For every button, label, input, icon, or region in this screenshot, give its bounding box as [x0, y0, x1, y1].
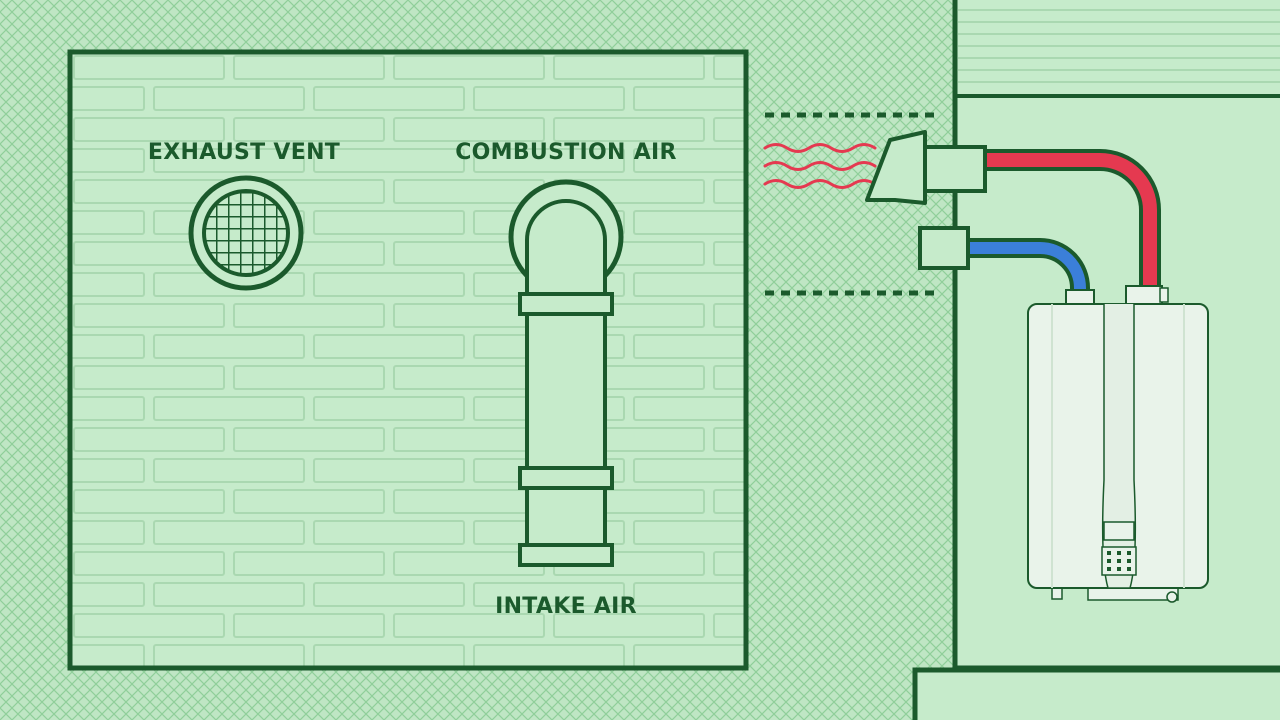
heater-display [1103, 521, 1135, 541]
intake-pipe-front [508, 179, 624, 567]
intake-pipe [918, 226, 1090, 296]
tankless-water-heater [1027, 285, 1209, 603]
brick-wall-panel [67, 49, 749, 671]
exhaust-vent-grille-icon [188, 175, 304, 291]
heater-keypad [1101, 546, 1137, 576]
combustion-air-label: COMBUSTION AIR [455, 140, 677, 165]
intake-air-label: INTAKE AIR [495, 594, 637, 619]
exhaust-vent-label: EXHAUST VENT [148, 140, 340, 165]
wall-section-lines [765, 112, 940, 296]
exhaust-heat-waves-icon [763, 143, 877, 189]
intake-cap-icon [918, 226, 970, 270]
exhaust-pipe [865, 130, 1161, 290]
